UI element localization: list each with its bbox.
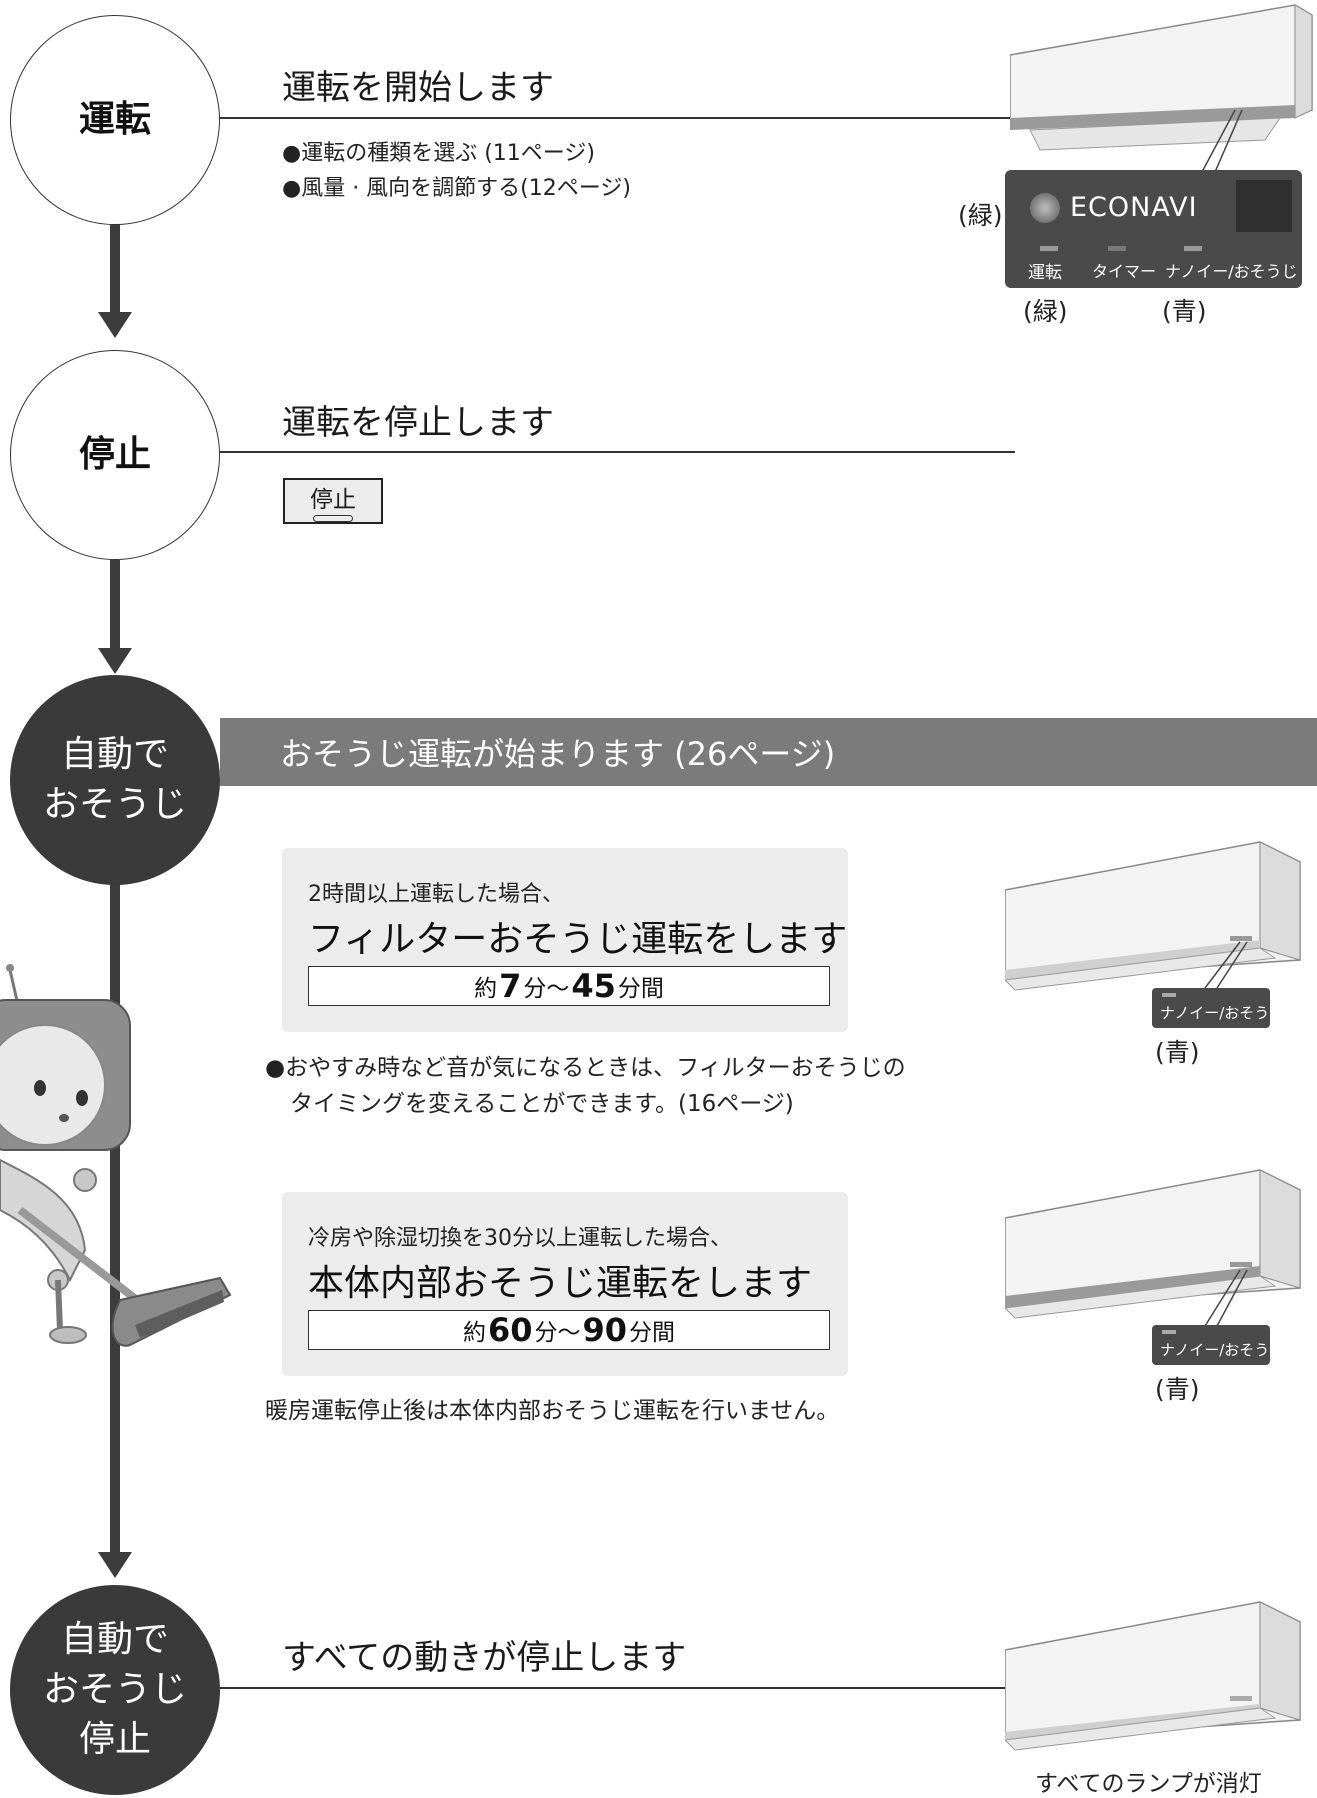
run-bullet-1: ●運転の種類を選ぶ (11ページ): [282, 141, 595, 166]
final-unit-illustration: [1005, 1601, 1301, 1751]
filter-lamp-label: ナノイー/おそうじ: [1160, 1004, 1285, 1022]
sensor-color-label: (緑): [958, 201, 1003, 230]
final-title-rule: [220, 1687, 1005, 1689]
step-circle-auto-clean-stop: 自動で おそうじ 停止: [10, 1585, 220, 1795]
stop-button-label: 停止: [310, 487, 356, 513]
lamp-nanoe-indicator: [1184, 246, 1202, 251]
auto-clean-banner-text: おそうじ運転が始まります (26ページ): [280, 735, 836, 773]
lamp-timer-indicator: [1108, 246, 1126, 251]
filter-condition: 2時間以上運転した場合、: [308, 882, 564, 907]
flow-arrow-1: [98, 312, 132, 338]
filter-lamp-indicator: [1162, 993, 1176, 997]
internal-note: 暖房運転停止後は本体内部おそうじ運転を行いません。: [265, 1398, 840, 1424]
run-bullet-2: ●風量 · 風向を調節する(12ページ): [282, 176, 631, 201]
filter-title: フィルターおそうじ運転をします: [308, 919, 848, 960]
flow-line-1: [110, 220, 120, 320]
run-title-rule: [220, 117, 1020, 119]
final-title: すべての動きが停止します: [282, 1638, 687, 1678]
step-circle-auto-clean: 自動で おそうじ: [10, 675, 220, 885]
flow-line-2: [110, 560, 120, 656]
receiver-window: [1236, 180, 1292, 232]
mascot-robot-illustration: [0, 964, 232, 1347]
filter-unit-illustration: [1005, 841, 1301, 991]
indoor-unit-illustration: [1010, 4, 1313, 170]
auto-clean-banner: おそうじ運転が始まります (26ページ): [220, 718, 1317, 786]
flow-arrow-2: [98, 648, 132, 674]
internal-unit-illustration: [1005, 1169, 1301, 1327]
filter-note-line-1: ●おやすみ時など音が気になるときは、フィルターおそうじの: [265, 1055, 906, 1081]
stop-button[interactable]: 停止: [283, 478, 383, 524]
run-color-label: (緑): [1023, 297, 1068, 326]
lamp-run-indicator: [1040, 246, 1058, 251]
filter-lamp-color: (青): [1155, 1038, 1200, 1067]
internal-lamp-color: (青): [1155, 1375, 1200, 1404]
filter-note-line-2: タイミングを変えることができます。(16ページ): [290, 1091, 794, 1117]
lamp-run-label: 運転: [1028, 263, 1062, 283]
stop-title-rule: [220, 451, 1015, 453]
flow-arrow-3: [98, 1552, 132, 1578]
lamp-nanoe-label: ナノイー/おそうじ: [1165, 262, 1298, 281]
final-caption: すべてのランプが消灯: [1035, 1771, 1262, 1797]
flow-line-3: [110, 880, 120, 1560]
stop-title: 運転を停止します: [282, 403, 554, 443]
econavi-brand: ECONAVI: [1070, 192, 1198, 223]
nanoe-color-label: (青): [1162, 297, 1207, 326]
stop-button-pill: [313, 515, 353, 522]
step-circle-run: 運転: [10, 15, 220, 225]
internal-title: 本体内部おそうじ運転をします: [308, 1263, 813, 1304]
econavi-sensor-icon: [1030, 193, 1060, 223]
internal-lamp-label: ナノイー/おそうじ: [1160, 1341, 1285, 1359]
lamp-timer-label: タイマー: [1092, 262, 1157, 281]
internal-condition: 冷房や除湿切換を30分以上運転した場合、: [308, 1226, 732, 1251]
step-circle-stop: 停止: [10, 350, 220, 560]
internal-lamp-indicator: [1162, 1330, 1176, 1334]
run-title: 運転を開始します: [282, 68, 554, 108]
